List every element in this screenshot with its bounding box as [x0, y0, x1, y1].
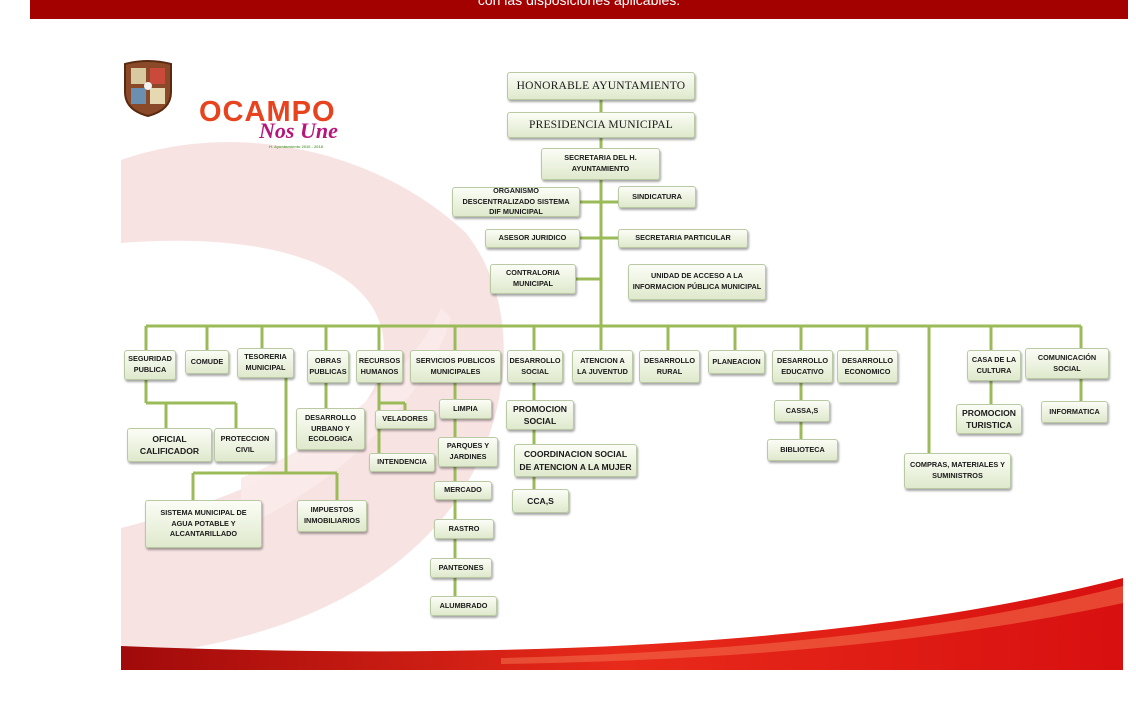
desarrollo-urbano-box: DESARROLLO URBANO Y ECOLOGICA — [296, 408, 365, 450]
servicios-publicos-box: SERVICIOS PUBLICOS MUNICIPALES — [410, 350, 501, 383]
org-chart: OCAMPO Nos Une H. Ayuntamiento 2016 - 20… — [121, 58, 1123, 670]
seguridad-publica-box: SEGURIDAD PUBLICA — [124, 350, 176, 380]
alumbrado-box: ALUMBRADO — [430, 596, 497, 616]
municipal-seal-icon — [124, 60, 172, 118]
asesor-juridico-box: ASESOR JURIDICO — [485, 229, 580, 248]
contraloria-box: CONTRALORIA MUNICIPAL — [490, 264, 576, 294]
sindicatura-box: SINDICATURA — [618, 186, 696, 208]
casa-cultura-box: CASA DE LA CULTURA — [967, 350, 1021, 381]
tesoreria-box: TESORERIA MUNICIPAL — [237, 348, 294, 378]
logo-tagline: Nos Une — [259, 118, 338, 143]
comude-box: COMUDE — [185, 350, 229, 374]
desarrollo-rural-box: DESARROLLO RURAL — [639, 350, 700, 383]
desarrollo-economico-box: DESARROLLO ECONOMICO — [837, 350, 898, 383]
cassas-box: CASSA,S — [774, 400, 830, 422]
limpia-box: LIMPIA — [439, 399, 492, 419]
oficial-calificador-box: OFICIAL CALIFICADOR — [127, 428, 212, 462]
presidencia-municipal-box: PRESIDENCIA MUNICIPAL — [507, 112, 695, 138]
desarrollo-social-box: DESARROLLO SOCIAL — [507, 350, 563, 383]
unidad-acceso-box: UNIDAD DE ACCESO A LA INFORMACION PÚBLIC… — [628, 264, 766, 300]
intendencia-box: INTENDENCIA — [369, 453, 435, 472]
rastro-box: RASTRO — [434, 519, 494, 539]
banner-text: con las disposiciones aplicables. — [477, 0, 681, 8]
proteccion-civil-box: PROTECCION CIVIL — [214, 428, 276, 462]
secretaria-particular-box: SECRETARIA PARTICULAR — [618, 229, 748, 248]
promocion-social-box: PROMOCION SOCIAL — [506, 400, 574, 430]
informatica-box: INFORMATICA — [1041, 401, 1108, 423]
bottom-swoosh — [121, 578, 1123, 670]
sistema-agua-box: SISTEMA MUNICIPAL DE AGUA POTABLE Y ALCA… — [145, 500, 262, 548]
comunicacion-social-box: COMUNICACIÓN SOCIAL — [1025, 348, 1109, 379]
dif-box: ORGANISMO DESCENTRALIZADO SISTEMA DIF MU… — [452, 186, 580, 217]
logo-caption: H. Ayuntamiento 2016 - 2018 — [269, 144, 323, 149]
coordinacion-mujer-box: COORDINACION SOCIAL DE ATENCION A LA MUJ… — [514, 444, 637, 477]
mercado-box: MERCADO — [434, 481, 492, 500]
ccas-box: CCA,S — [512, 489, 569, 513]
recursos-humanos-box: RECURSOS HUMANOS — [356, 350, 403, 383]
veladores-box: VELADORES — [375, 410, 435, 429]
compras-box: COMPRAS, MATERIALES Y SUMINISTROS — [904, 453, 1011, 489]
biblioteca-box: BIBLIOTECA — [767, 439, 838, 461]
panteones-box: PANTEONES — [430, 558, 492, 578]
desarrollo-educativo-box: DESARROLLO EDUCATIVO — [772, 350, 833, 383]
bottom-swoosh-highlight — [501, 586, 1123, 664]
honorable-ayuntamiento-box: HONORABLE AYUNTAMIENTO — [507, 72, 695, 100]
promocion-turistica-box: PROMOCION TURISTICA — [956, 404, 1022, 434]
obras-publicas-box: OBRAS PUBLICAS — [307, 350, 349, 383]
parques-box: PARQUES Y JARDINES — [438, 437, 498, 467]
secretaria-box: SECRETARIA DEL H. AYUNTAMIENTO — [541, 148, 660, 180]
atencion-juventud-box: ATENCION A LA JUVENTUD — [572, 350, 633, 383]
ocampo-logo: OCAMPO Nos Une H. Ayuntamiento 2016 - 20… — [195, 96, 347, 152]
top-banner: con las disposiciones aplicables. — [30, 0, 1128, 19]
impuestos-box: IMPUESTOS INMOBILIARIOS — [297, 500, 367, 532]
logo-ocampo-text: OCAMPO — [199, 96, 336, 128]
planeacion-box: PLANEACION — [708, 350, 765, 374]
